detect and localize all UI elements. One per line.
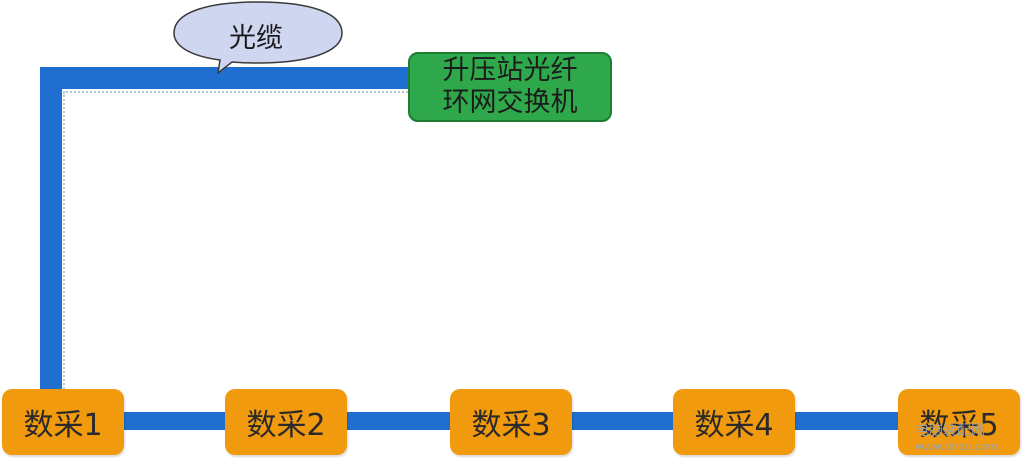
node-label: 数采3 — [471, 408, 551, 443]
data-collector-node-3: 数采3 — [450, 389, 572, 455]
link-shadow — [63, 92, 65, 397]
node-label: 数采2 — [246, 408, 326, 443]
watermark-url: www.dnzp.com — [915, 440, 999, 453]
watermark-name: 电脑装配网 — [915, 423, 985, 439]
switch-label-line2: 环网交换机 — [442, 87, 578, 118]
data-collector-node-5: 数采5 — [898, 389, 1020, 455]
fiber-link-vertical — [40, 67, 62, 397]
node-label: 数采4 — [694, 408, 774, 443]
node-label: 数采1 — [23, 408, 103, 443]
link-shadow — [63, 91, 412, 93]
data-collector-node-1: 数采1 — [2, 389, 124, 455]
watermark: 电脑装配网 www.dnzp.com — [915, 424, 1020, 454]
callout-label: 光缆 — [229, 23, 283, 54]
callout-bubble — [173, 1, 343, 74]
switch-label-line1: 升压站光纤 — [442, 55, 578, 86]
fiber-ring-switch: 升压站光纤 环网交换机 — [408, 52, 612, 122]
data-collector-node-2: 数采2 — [225, 389, 347, 455]
node-label: 数采5 — [919, 408, 999, 443]
data-collector-node-4: 数采4 — [673, 389, 795, 455]
fiber-link-top — [40, 67, 412, 89]
